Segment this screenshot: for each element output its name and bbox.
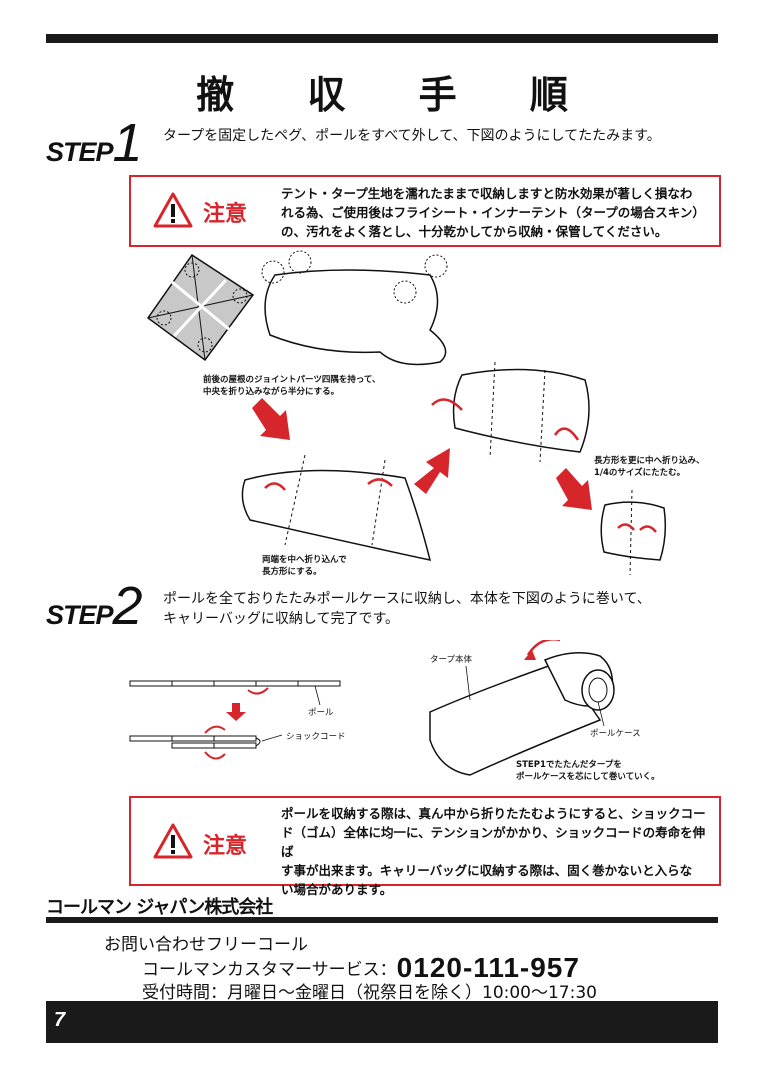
red-arrow-icon [556,468,592,510]
red-arrow-icon [414,448,450,494]
red-arrow-icon [252,398,290,440]
fold-caption-c: 両端を中へ折り込んで 長方形にする。 [262,554,347,578]
caution2-line: ド（ゴム）全体に均一に、テンションがかかり、ショックコードの寿命を伸ば [281,825,706,859]
caution2-line: す事が出来ます。キャリーバッグに収納する際は、固く巻かないと入らな [281,863,693,878]
service-name: コールマンカスタマーサービス： [142,960,397,980]
step2-roll-illustration [129,640,615,776]
tarp-roll [429,640,615,776]
step2-heading: STEP2 [46,575,143,637]
roll-instruction: STEP1でたたんだタープを ポールケースを芯にして巻いていく。 [516,759,660,783]
caution-box-2: 注意 ポールを収納する際は、真ん中から折りたたむようにすると、ショックコー ド（… [129,796,721,897]
caption-line: 中央を折り込みながら半分にする。 [203,387,340,397]
tarp-quarter-fold [600,489,667,576]
label-pole-case: ポールケース [590,729,641,739]
footer-bar: 7 [46,1001,718,1043]
caption-line: 長方形にする。 [262,567,322,577]
fold-caption-b: 長方形を更に中へ折り込み、 1/4のサイズにたたむ。 [594,455,705,479]
top-rule [46,34,718,43]
step1-text: タープを固定したペグ、ポールをすべて外して、下図のようにしてたたみます。 [163,128,661,144]
pole-straight [129,680,341,706]
step2-number: 2 [112,576,143,636]
page-title: 撤 収 手 順 [196,73,598,117]
page-number: 7 [54,1009,66,1031]
caption-line: 1/4のサイズにたたむ。 [594,468,686,478]
step1-heading: STEP1 [46,112,143,174]
tarp-rectangle [241,454,432,561]
caution1-line: テント・タープ生地を濡れたままで収納しますと防水効果が著しく損なわ [281,186,693,201]
caution1-line: の、汚れをよく落とし、十分乾かしてから収納・保管してください。 [281,224,668,239]
step2-line: ポールを全ておりたたみポールケースに収納し、本体を下図のように巻いて、 [163,591,651,607]
label-tarp-body: タープ本体 [430,655,472,665]
phone-number: 0120-111-957 [396,952,580,983]
warning-triangle-icon [153,823,193,859]
instruction-line: STEP1でたたんだタープを [516,760,622,770]
caution-text-1: テント・タープ生地を濡れたままで収納しますと防水効果が著しく損なわ れる為、ご使… [281,184,711,241]
step2-word: STEP [46,600,114,630]
caution2-line: い場合があります。 [281,882,393,897]
caption-line: 前後の屋根のジョイントパーツ四隅を持って、 [203,375,381,385]
tarp-top-view [146,253,255,362]
tarp-lifted [261,250,448,366]
red-arrow-icon [226,703,246,721]
warning-triangle-icon [153,192,193,228]
contact-freecall: お問い合わせフリーコール [104,935,308,955]
instruction-line: ポールケースを芯にして巻いていく。 [516,772,660,782]
caution2-line: ポールを収納する際は、真ん中から折りたたむようにすると、ショックコー [281,806,706,821]
step1-word: STEP [46,137,114,167]
step2-line: キャリーバッグに収納して完了です。 [163,611,400,627]
step1-fold-illustration [146,250,667,576]
caution-box-1: 注意 テント・タープ生地を濡れたままで収納しますと防水効果が著しく損なわ れる為… [129,175,721,247]
pole-folded [129,734,283,760]
caption-line: 長方形を更に中へ折り込み、 [594,456,705,466]
caution-text-2: ポールを収納する際は、真ん中から折りたたむようにすると、ショックコー ド（ゴム）… [281,804,711,899]
caution1-line: れる為、ご使用後はフライシート・インナーテント（タープの場合スキン） [281,205,705,220]
tarp-half-fold [431,361,590,463]
fold-caption-a: 前後の屋根のジョイントパーツ四隅を持って、 中央を折り込みながら半分にする。 [203,374,380,398]
step1-number: 1 [112,113,143,173]
bottom-rule [46,917,718,923]
company-name: コールマン ジャパン株式会社 [46,897,273,918]
contact-hours: 受付時間：月曜日～金曜日（祝祭日を除く）10:00～17:30 [142,983,597,1003]
caption-line: 両端を中へ折り込んで [262,555,347,565]
step2-text: ポールを全ておりたたみポールケースに収納し、本体を下図のように巻いて、 キャリー… [163,589,651,629]
caution-label-2: 注意 [203,834,248,859]
contact-service: コールマンカスタマーサービス：0120-111-957 [142,952,580,984]
label-shock-cord: ショックコード [286,732,346,742]
caution-label-1: 注意 [203,202,248,227]
label-pole: ポール [308,708,334,718]
